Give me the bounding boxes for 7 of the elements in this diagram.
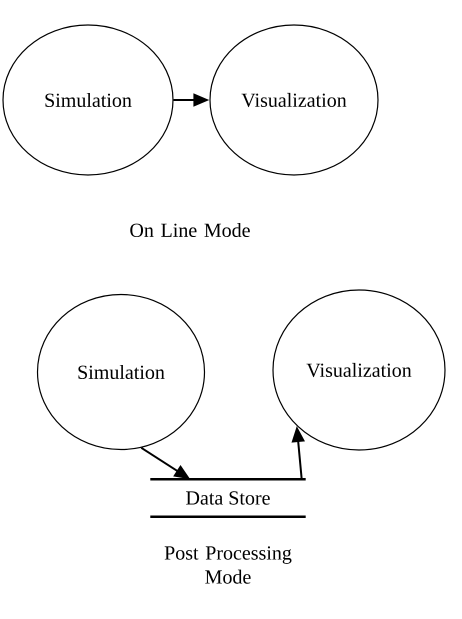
mode-caption: On Line Mode	[130, 222, 250, 238]
ellipse-node: Simulation	[36, 294, 206, 450]
data-store: Data Store	[150, 478, 306, 518]
ellipse-node: Visualization	[209, 24, 379, 176]
mode-caption: Post Processing Mode	[164, 546, 292, 584]
ellipse-node: Simulation	[2, 24, 174, 176]
ellipse-node: Visualization	[272, 289, 446, 451]
